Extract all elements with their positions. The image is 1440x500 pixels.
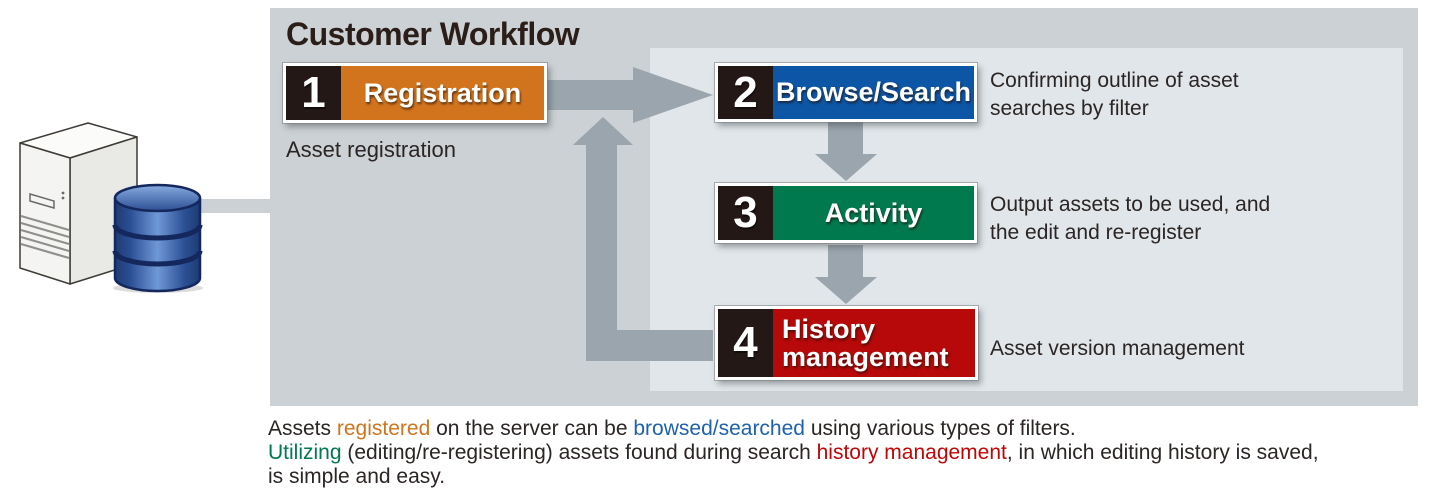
footer-line-1: Assets registered on the server can be b… <box>268 417 1319 441</box>
footer-segment: Assets <box>268 417 337 440</box>
step-4-number: 4 <box>718 309 773 377</box>
step-2-description: Confirming outline of asset searches by … <box>990 69 1239 120</box>
step-3-description: Output assets to be used, and the edit a… <box>990 193 1271 244</box>
arrow-down-head <box>815 277 877 304</box>
arrow-step3-to-step4 <box>815 245 877 304</box>
step-1-number: 1 <box>286 66 341 120</box>
step-2-label: Browse/Search <box>773 66 974 119</box>
step-2-browse-search: 2 Browse/Search <box>715 63 977 122</box>
server-panel-connector-line <box>190 199 275 213</box>
step-3-activity: 3 Activity <box>715 183 977 243</box>
footer-segment: (editing/re-registering) assets found du… <box>341 441 817 464</box>
arrow-up-head <box>573 117 633 145</box>
arrow-down-head <box>815 154 877 181</box>
footer-segment-registered: registered <box>336 417 431 440</box>
arrow-right-head <box>633 67 713 123</box>
arrow-step2-to-step3 <box>815 122 877 181</box>
step-4-history-management: 4 History management <box>715 306 978 380</box>
footer-line-3: is simple and easy. <box>268 465 1319 489</box>
step-1-description: Asset registration <box>286 137 456 162</box>
step-1-label: Registration <box>341 66 544 120</box>
arrow-shaft <box>828 245 863 277</box>
footer-segment: is simple and easy. <box>268 465 446 488</box>
step-2-number: 2 <box>718 66 773 119</box>
footer-segment: on the server can be <box>430 417 634 440</box>
arrow-step1-to-step2 <box>547 67 713 124</box>
page-title: Customer Workflow <box>286 16 580 52</box>
footer-text: Assets registered on the server can be b… <box>268 417 1319 489</box>
server-icon <box>19 122 203 293</box>
footer-segment-history-management: history management <box>816 441 1007 464</box>
step-3-label: Activity <box>773 186 974 240</box>
arrow-shaft <box>547 80 633 110</box>
database-icon <box>112 183 203 293</box>
footer-segment: , in which editing history is saved, <box>1006 441 1319 464</box>
step-3-number: 3 <box>718 186 773 240</box>
arrow-horizontal-shaft <box>586 330 713 361</box>
footer-segment-utilizing: Utilizing <box>268 441 342 464</box>
footer-segment-browsed-searched: browsed/searched <box>633 417 805 440</box>
step-4-label: History management <box>773 309 975 377</box>
step-1-registration: 1 Registration <box>283 63 547 123</box>
footer-line-2: Utilizing (editing/re-registering) asset… <box>268 441 1319 465</box>
footer-segment: using various types of filters. <box>804 417 1076 440</box>
arrow-shaft <box>828 122 863 154</box>
arrow-step4-return-to-top <box>573 117 715 361</box>
arrow-vertical-shaft <box>586 143 617 361</box>
step-4-description: Asset version management <box>990 337 1245 360</box>
